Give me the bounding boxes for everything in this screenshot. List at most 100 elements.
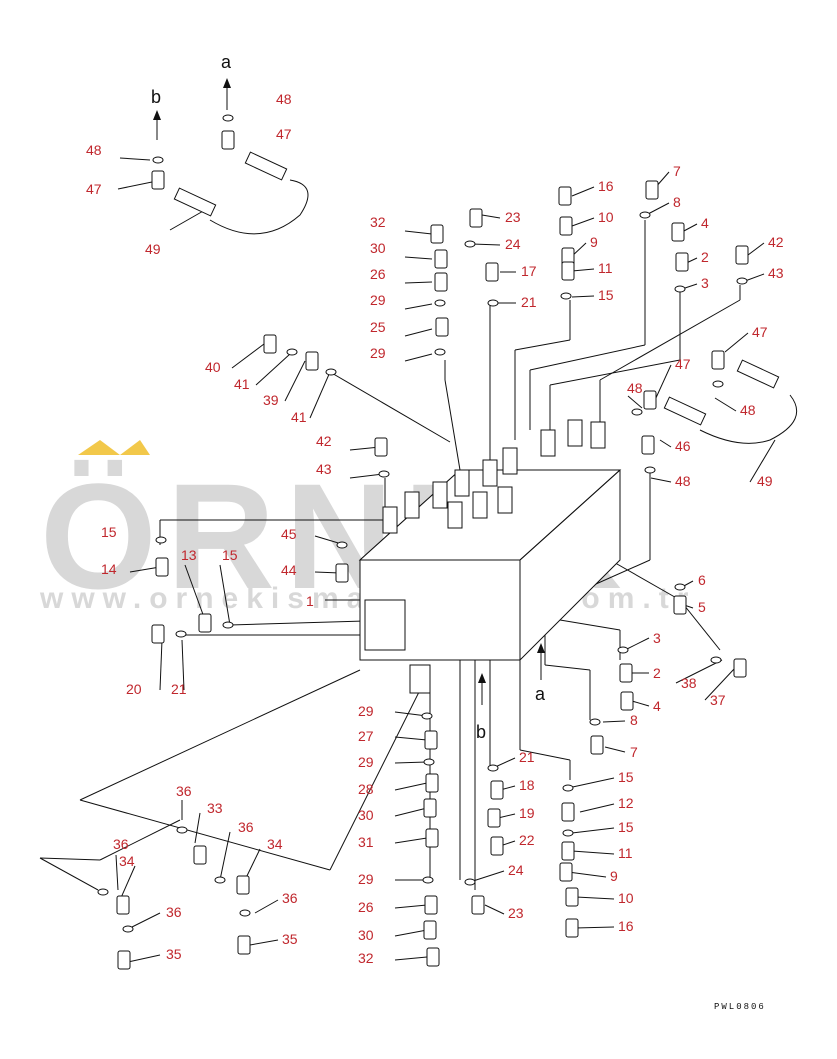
callout-22: 22 [519,832,535,848]
spool-cap [404,491,420,519]
fitting [425,828,439,848]
leader-line [249,939,279,946]
callout-42: 42 [768,234,784,250]
fitting [423,798,437,818]
fitting [590,735,604,755]
callout-32: 32 [358,950,374,966]
hose-fitting-right-b [736,359,780,389]
leader-line [219,564,231,626]
callout-43: 43 [768,265,784,281]
leader-line [394,956,428,961]
o-ring [674,583,686,591]
callout-21: 21 [519,749,535,765]
leader-line [714,397,737,412]
fitting [485,262,499,282]
callout-36: 36 [282,890,298,906]
o-ring [674,285,686,293]
callout-34: 34 [119,853,135,869]
leader-line [115,854,119,891]
o-ring [122,925,134,933]
o-ring [464,878,476,886]
leader-line [99,819,181,861]
leader-line [181,639,185,691]
callout-2: 2 [653,665,661,681]
leader-line [39,857,101,861]
leader-line [567,871,607,878]
arrow-a-bottom: a [535,684,546,704]
callout-21: 21 [521,294,537,310]
fitting [559,216,573,236]
spool-cap [382,506,398,534]
leader-line [394,761,428,764]
fitting [641,435,655,455]
o-ring [712,380,724,388]
callout-15: 15 [101,524,117,540]
leader-line [184,564,206,621]
callout-23: 23 [505,209,521,225]
fitting [221,130,235,150]
leader-line [471,243,501,246]
relief-cartridge [409,664,431,694]
fitting [434,272,448,292]
o-ring [736,277,748,285]
fitting [116,895,130,915]
fitting [559,862,573,882]
leader-line [127,912,161,930]
callout-25: 25 [370,319,386,335]
o-ring [562,829,574,837]
fitting [425,773,439,793]
callout-7: 7 [630,744,638,760]
callout-4: 4 [653,698,661,714]
fitting [424,895,438,915]
o-ring [631,408,643,416]
callout-6: 6 [698,572,706,588]
fitting [558,186,572,206]
callout-47: 47 [752,324,768,340]
callout-19: 19 [519,805,535,821]
fitting [151,170,165,190]
leader-line [329,689,421,871]
o-ring [560,292,572,300]
callout-5: 5 [698,599,706,615]
leader-line [571,186,595,197]
leader-line [394,904,428,909]
fitting [735,245,749,265]
callout-48: 48 [86,142,102,158]
fitting [435,317,449,337]
fitting [561,841,575,861]
callout-16: 16 [598,178,614,194]
leader-line [484,904,505,915]
leader-line [599,299,741,381]
leader-line [329,371,451,443]
leader-line [704,667,736,701]
leader-line [394,837,428,844]
o-ring [423,758,435,766]
leader-line [679,599,721,651]
callout-4: 4 [701,215,709,231]
o-ring [464,240,476,248]
leader-line [659,439,672,448]
callout-43: 43 [316,461,332,477]
leader-line [571,217,595,227]
callout-15: 15 [598,287,614,303]
valve-spools [382,419,606,534]
callout-47: 47 [86,181,102,197]
fitting [565,887,579,907]
fitting [490,780,504,800]
leader-line [469,870,505,883]
leader-line [404,303,433,310]
callout-48: 48 [276,91,292,107]
leader-line [747,242,765,256]
leader-line [519,749,571,761]
leader-line [404,328,433,337]
o-ring [589,718,601,726]
fitting [711,350,725,370]
o-ring [422,876,434,884]
fitting [374,437,388,457]
spool-cap [590,421,606,449]
o-ring [562,784,574,792]
callout-41: 41 [234,376,250,392]
spool-cap [454,469,470,497]
o-ring [710,656,722,664]
o-ring [487,764,499,772]
